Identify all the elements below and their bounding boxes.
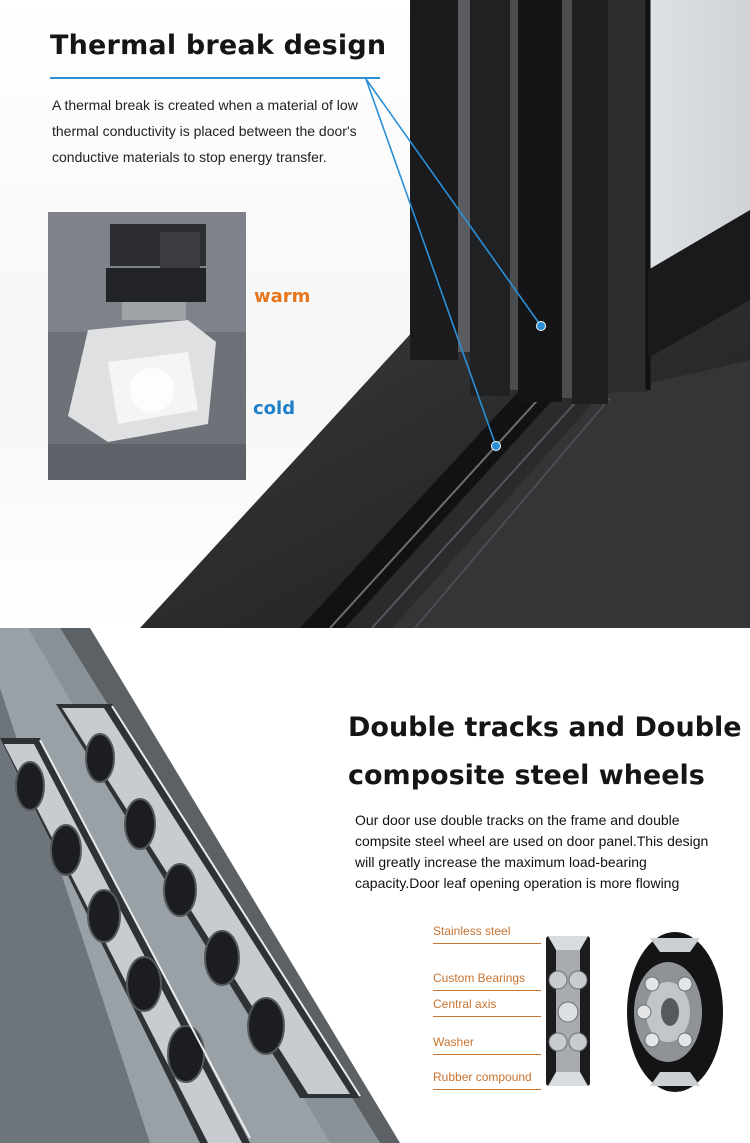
bearing-parts-legend: Stainless steel Custom Bearings Central … xyxy=(433,924,543,1090)
cold-label: cold xyxy=(253,398,296,419)
part-line xyxy=(433,1054,541,1055)
part-label-rubber-compound: Rubber compound xyxy=(433,1070,532,1084)
double-track-wheels-photo xyxy=(0,628,400,1143)
part-line xyxy=(433,1016,541,1017)
part-label-stainless-steel: Stainless steel xyxy=(433,924,511,938)
title-underline xyxy=(50,77,380,79)
part-label-central-axis: Central axis xyxy=(433,997,497,1011)
sliding-door-frame-photo xyxy=(140,0,750,628)
double-tracks-section: Double tracks and Double composite steel… xyxy=(0,628,750,1143)
thermal-break-title: Thermal break design xyxy=(50,30,387,61)
callout-dot-lower xyxy=(491,441,501,451)
callout-lines xyxy=(365,78,546,451)
part-line xyxy=(433,1089,541,1090)
warm-label: warm xyxy=(254,286,311,307)
title-line-2: composite steel wheels xyxy=(348,760,705,791)
thermal-break-section: Thermal break design A thermal break is … xyxy=(0,0,750,628)
thermal-break-profile-photo xyxy=(48,212,246,480)
steel-wheel-diagram xyxy=(546,932,723,1092)
double-tracks-title: Double tracks and Double composite steel… xyxy=(348,704,742,800)
part-line xyxy=(433,990,541,991)
part-label-washer: Washer xyxy=(433,1035,474,1049)
callout-dot-upper xyxy=(536,321,546,331)
wheel-cross-section xyxy=(546,936,590,1086)
double-tracks-description: Our door use double tracks on the frame … xyxy=(355,812,709,891)
wheel-3d xyxy=(627,932,723,1092)
part-line xyxy=(433,943,541,944)
part-label-custom-bearings: Custom Bearings xyxy=(433,971,526,985)
title-line-1: Double tracks and Double xyxy=(348,712,742,743)
thermal-break-description: A thermal break is created when a materi… xyxy=(52,97,358,165)
